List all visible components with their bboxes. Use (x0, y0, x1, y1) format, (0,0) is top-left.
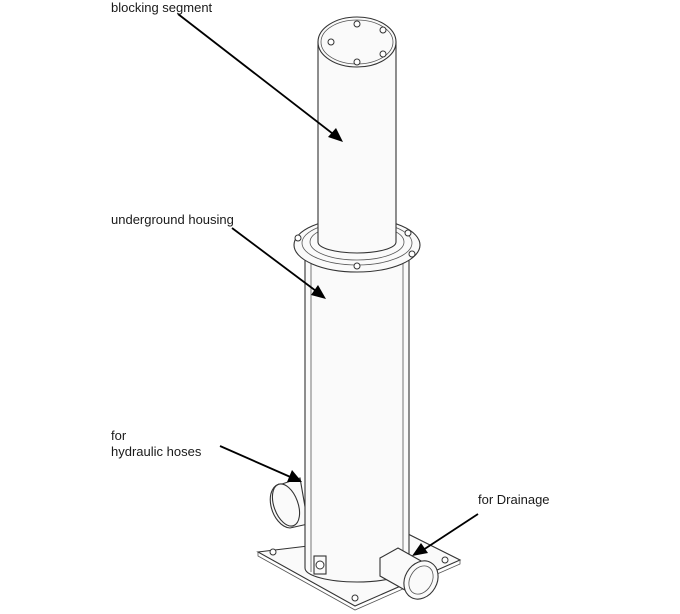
arrow-hydraulic-hoses (219, 445, 302, 482)
label-underground-housing: underground housing (111, 212, 234, 227)
arrow-underground-housing (231, 227, 326, 299)
blocking-segment (317, 16, 397, 254)
label-hydraulic-hoses-line1: for (111, 428, 127, 443)
label-drainage: for Drainage (478, 492, 550, 507)
hydraulic-hose-pipe (269, 477, 309, 529)
arrow-drainage (412, 513, 479, 556)
label-hydraulic-hoses-line2: hydraulic hoses (111, 444, 202, 459)
drainage-pipe (379, 547, 439, 600)
underground-housing (304, 249, 410, 583)
arrow-blocking-segment (177, 13, 343, 142)
label-blocking-segment: blocking segment (111, 0, 213, 15)
